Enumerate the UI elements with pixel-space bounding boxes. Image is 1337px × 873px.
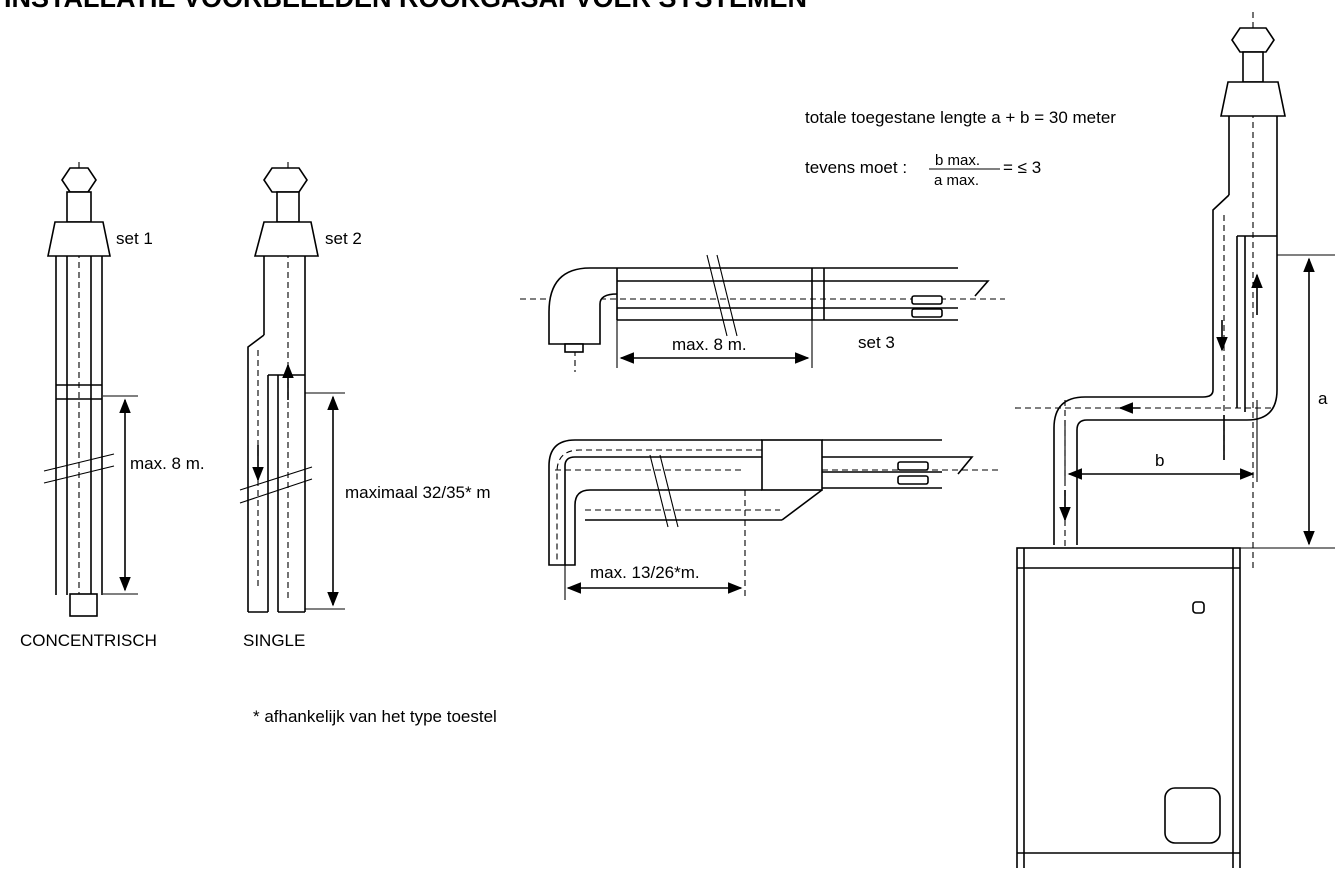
rule-ratio-prefix: tevens moet : bbox=[805, 158, 907, 177]
page-title: INSTALLATIE VOORBEELDEN ROOKGASAFVOER SY… bbox=[4, 0, 807, 13]
rule-ratio-denominator: a max. bbox=[934, 172, 979, 189]
rule-ratio-numerator: b max. bbox=[935, 152, 980, 169]
single-vertical-flue: set 2 maximaal 32/35* m SINGLE bbox=[239, 162, 491, 650]
rule-ratio-suffix: = ≤ 3 bbox=[1003, 158, 1041, 177]
dimension-a-label: a bbox=[1318, 389, 1328, 408]
single-horizontal-flue: max. 13/26*m. bbox=[548, 439, 1000, 600]
concentric-caption: CONCENTRISCH bbox=[20, 631, 157, 650]
concentric-horizontal-flue: max. 8 m. set 3 bbox=[520, 254, 1005, 372]
horizontal-concentric-max-length-label: max. 8 m. bbox=[672, 335, 747, 354]
dimension-b-label: b bbox=[1155, 451, 1164, 470]
boiler-indicator-light bbox=[1192, 601, 1205, 614]
single-caption: SINGLE bbox=[243, 631, 305, 650]
concentric-vertical-flue: set 1 max. 8 m. CONCENTRISCH bbox=[20, 162, 205, 650]
concentric-max-length-label: max. 8 m. bbox=[130, 454, 205, 473]
boiler-single-flue: totale toegestane lengte a + b = 30 mete… bbox=[805, 12, 1335, 871]
single-max-length-label: maximaal 32/35* m bbox=[345, 483, 491, 502]
set-3-label: set 3 bbox=[858, 333, 895, 352]
set-2-label: set 2 bbox=[325, 229, 362, 248]
horizontal-single-max-length-label: max. 13/26*m. bbox=[590, 563, 700, 582]
boiler-access-panel bbox=[1164, 787, 1221, 844]
rule-total-length: totale toegestane lengte a + b = 30 mete… bbox=[805, 108, 1116, 127]
set-1-label: set 1 bbox=[116, 229, 153, 248]
footnote: * afhankelijk van het type toestel bbox=[253, 707, 497, 726]
